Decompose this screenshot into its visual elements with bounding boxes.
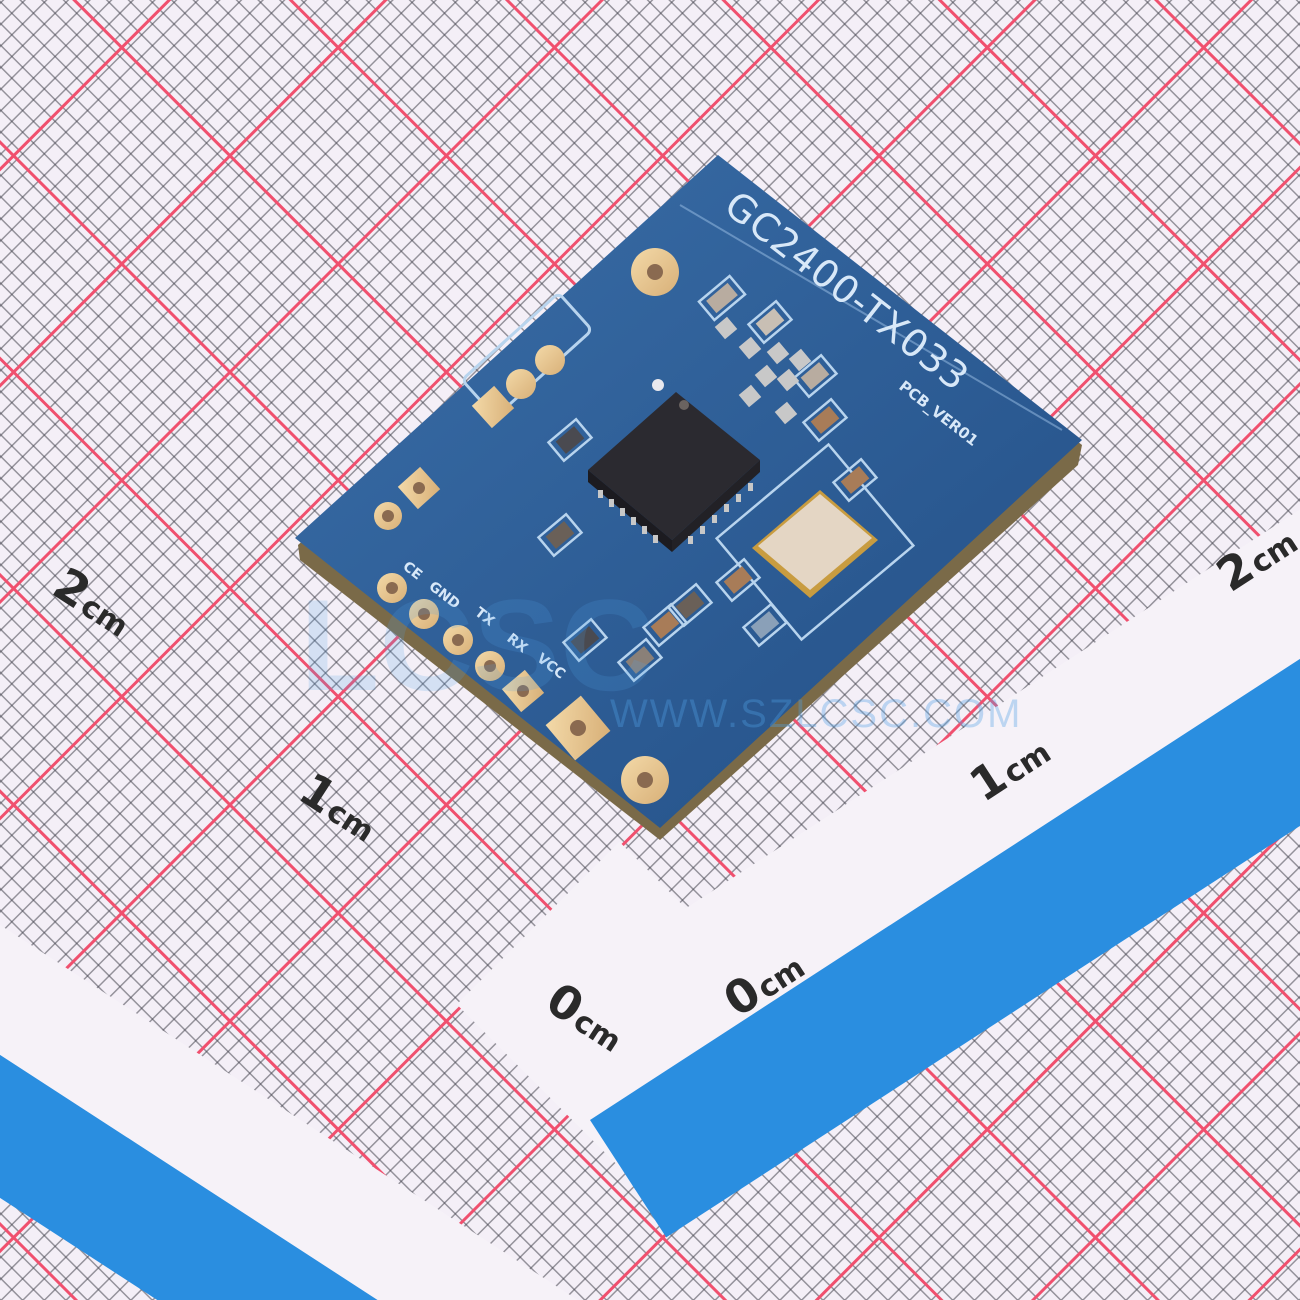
watermark-url: WWW.SZLCSC.COM [610, 692, 1023, 736]
test-pads-left [374, 466, 441, 530]
pin-vcc [501, 669, 545, 713]
watermark-logo: LCSC [300, 572, 654, 718]
pin-gnd [409, 599, 439, 629]
mounting-pad-top [631, 248, 679, 296]
pin-ce [377, 573, 407, 603]
square-pad-bottom [545, 695, 611, 761]
pin-tx [443, 625, 473, 655]
pin-rx [475, 651, 505, 681]
rf-transceiver-ic [588, 379, 760, 552]
pin-header [377, 573, 545, 713]
mounting-pad-bottom [621, 756, 669, 804]
program-header [462, 293, 592, 429]
crystal-oscillator [714, 442, 916, 642]
smd-components [536, 274, 879, 683]
